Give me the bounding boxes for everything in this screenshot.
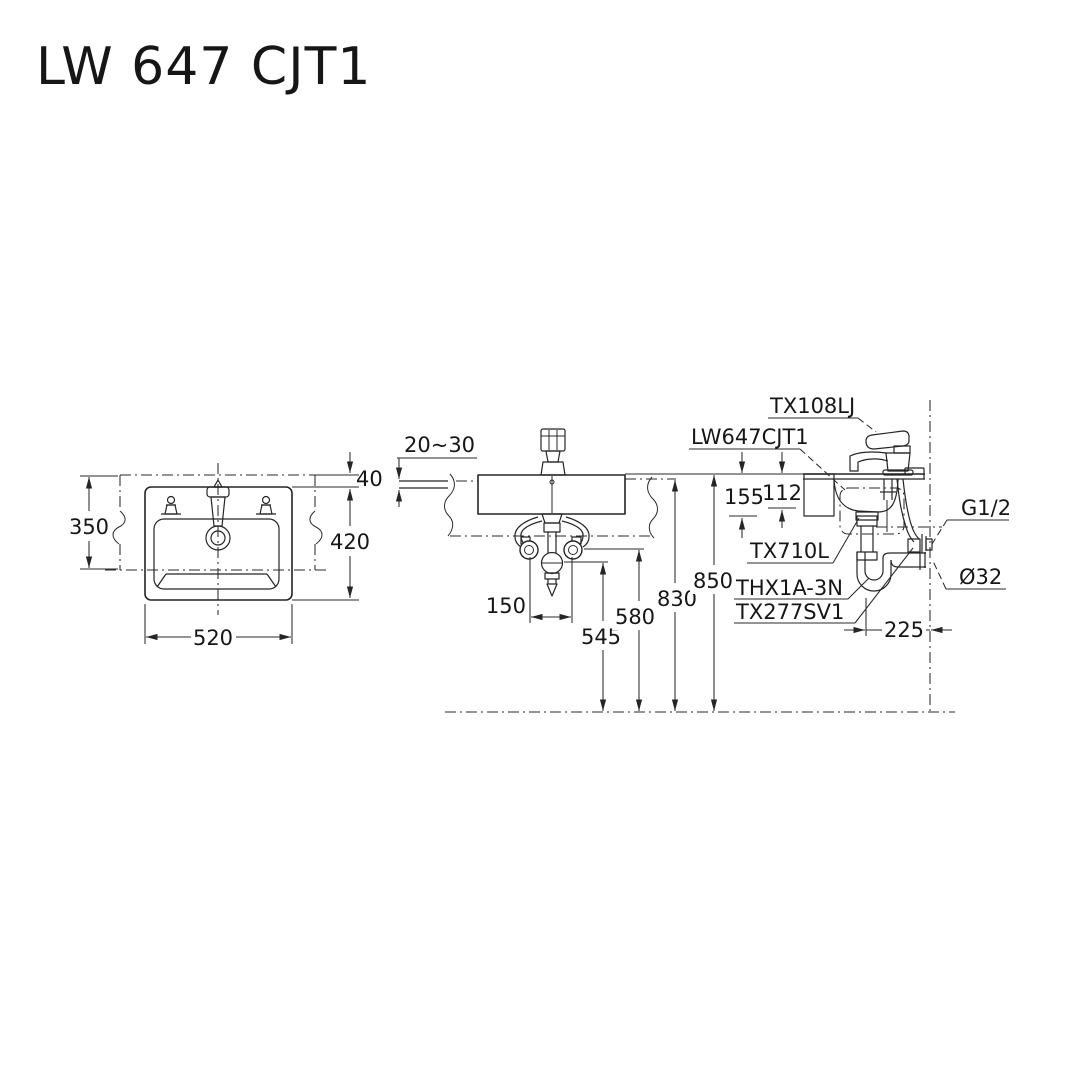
faucet-plan <box>205 479 231 551</box>
dim-580: 580 <box>615 605 655 629</box>
pop-up-flange <box>855 511 879 521</box>
faucet-front <box>540 428 566 476</box>
break-line <box>647 476 658 539</box>
drain-hole <box>205 525 231 551</box>
dim-155: 155 <box>724 485 764 509</box>
supply-and-drain-front <box>514 513 590 597</box>
plan-view: 350 40 420 520 <box>68 452 383 651</box>
side-view: 155 112 225 TX108LJ LW647CJT1 TX710L THX… <box>689 394 1011 712</box>
dim-40: 40 <box>356 467 383 491</box>
label-waste-diameter: Ø32 <box>959 565 1002 589</box>
dim-520: 520 <box>193 626 233 650</box>
dim-420: 420 <box>330 530 370 554</box>
label-supply-thread: G1/2 <box>961 496 1011 520</box>
drain-side <box>855 511 926 592</box>
supply-side <box>896 478 933 553</box>
dim-225: 225 <box>884 618 924 642</box>
tailpiece-tip <box>546 583 558 597</box>
left-fitting-plan <box>161 495 181 515</box>
basin-side <box>833 478 899 513</box>
dim-20-30: 20~30 <box>404 433 475 457</box>
break-line <box>309 510 323 545</box>
break-line <box>444 473 455 537</box>
left-angle-valve <box>519 540 539 560</box>
dim-112: 112 <box>762 481 802 505</box>
label-lavatory-model: LW647CJT1 <box>691 425 809 449</box>
basin-plan <box>153 518 280 590</box>
right-angle-valve <box>563 540 583 560</box>
right-fitting-plan <box>256 495 276 515</box>
faucet-side <box>849 430 914 500</box>
drawing-title: LW 647 CJT1 <box>36 37 371 97</box>
stop-valve-body <box>907 538 921 553</box>
break-line <box>112 510 126 545</box>
label-trap-model: THX1A-3N <box>735 576 843 600</box>
label-stop-valve-model: TX277SV1 <box>735 600 844 624</box>
dim-150: 150 <box>486 594 526 618</box>
faucet-lever <box>865 430 910 450</box>
p-trap <box>856 552 892 592</box>
front-view: 20~30 150 545 580 830 850 <box>395 428 955 713</box>
basin-hidden-outline <box>839 487 905 535</box>
label-pop-up-model: TX710L <box>749 539 829 563</box>
label-faucet-model: TX108LJ <box>769 394 855 418</box>
faucet-spout <box>849 451 889 472</box>
dim-350: 350 <box>69 515 109 539</box>
dim-850: 850 <box>693 569 733 593</box>
sink-rim-side <box>803 473 835 517</box>
